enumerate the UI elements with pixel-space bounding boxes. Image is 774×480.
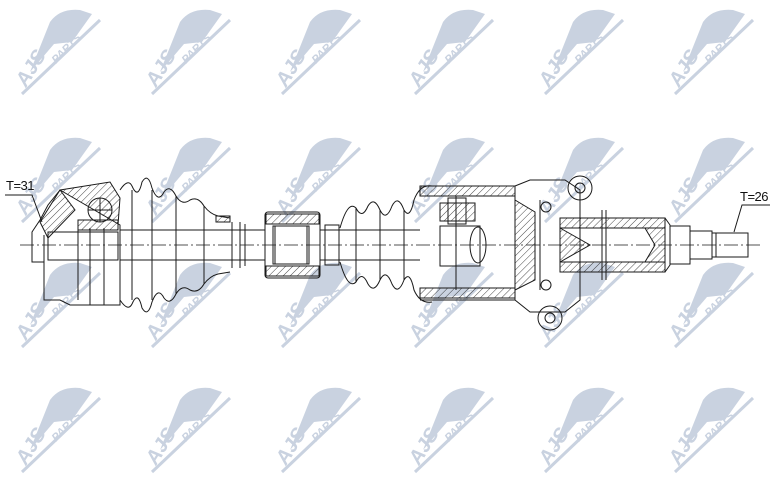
- inner-tripod-joint: [419, 185, 516, 301]
- spline-label-right: T=26: [740, 189, 769, 204]
- damper-weight: [264, 211, 321, 279]
- spline-label-left: T=31: [6, 178, 35, 193]
- right-boot: [339, 185, 433, 303]
- outer-cv-joint: [31, 181, 121, 306]
- output-spline: [669, 225, 749, 265]
- flange-housing: [514, 175, 593, 331]
- shaft-middle: [320, 224, 420, 266]
- leader-left: [5, 194, 43, 223]
- stub-shaft: [559, 210, 671, 280]
- shaft-left: [120, 222, 265, 268]
- left-boot: [119, 177, 231, 313]
- leader-right: [733, 204, 770, 233]
